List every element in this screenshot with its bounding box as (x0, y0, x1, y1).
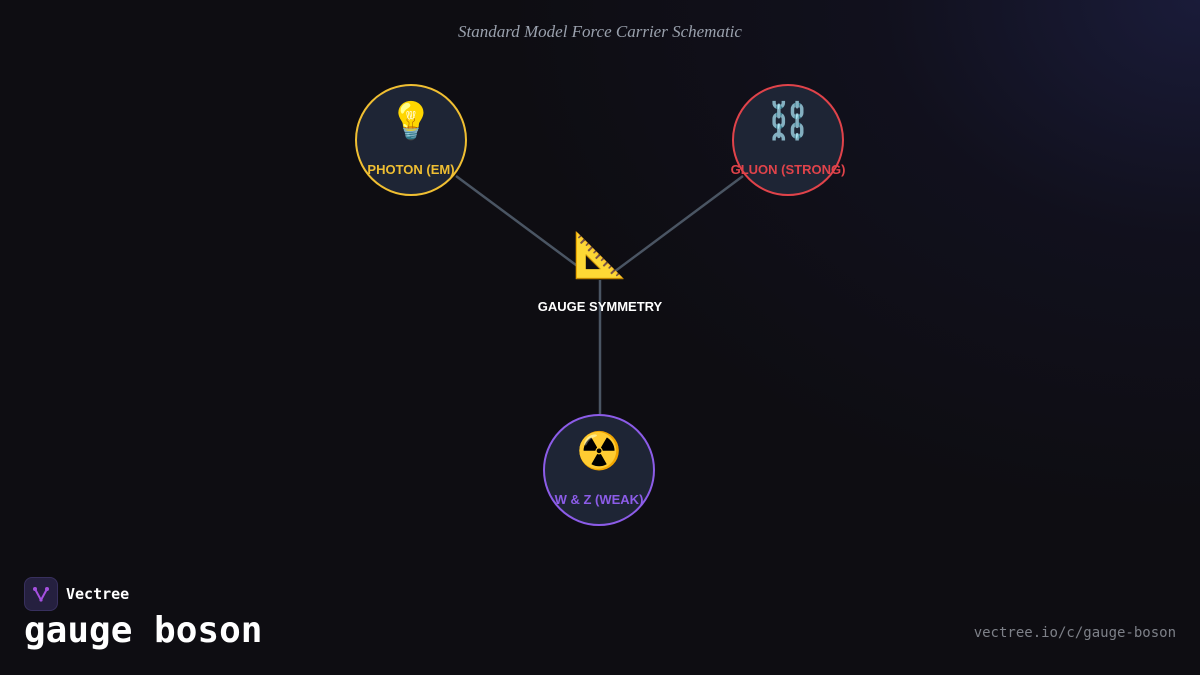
photon-label: PHOTON (EM) (367, 162, 455, 177)
gluon-node[interactable]: ⛓️ GLUON (STRONG) (731, 84, 845, 196)
triangular-ruler-icon[interactable]: 📐 (572, 230, 628, 281)
edge-gluon-center (613, 174, 744, 274)
chain-links-icon: ⛓️ (765, 101, 811, 142)
gauge-symmetry-label: GAUGE SYMMETRY (537, 299, 663, 314)
diagram-title: Standard Model Force Carrier Schematic (458, 22, 742, 41)
wz-boson-label: W & Z (WEAK) (554, 492, 644, 507)
radioactive-icon: ☢️ (576, 431, 622, 472)
light-bulb-icon: 💡 (388, 101, 434, 142)
page-heading: gauge boson (24, 610, 263, 651)
gluon-label: GLUON (STRONG) (730, 162, 846, 177)
page-url[interactable]: vectree.io/c/gauge-boson (973, 625, 1176, 641)
brand-name: Vectree (66, 585, 130, 603)
photon-node[interactable]: 💡 PHOTON (EM) (355, 84, 467, 196)
vectree-logo-icon (24, 577, 58, 611)
wz-boson-node[interactable]: ☢️ W & Z (WEAK) (543, 414, 655, 526)
edge-photon-center (455, 174, 581, 270)
